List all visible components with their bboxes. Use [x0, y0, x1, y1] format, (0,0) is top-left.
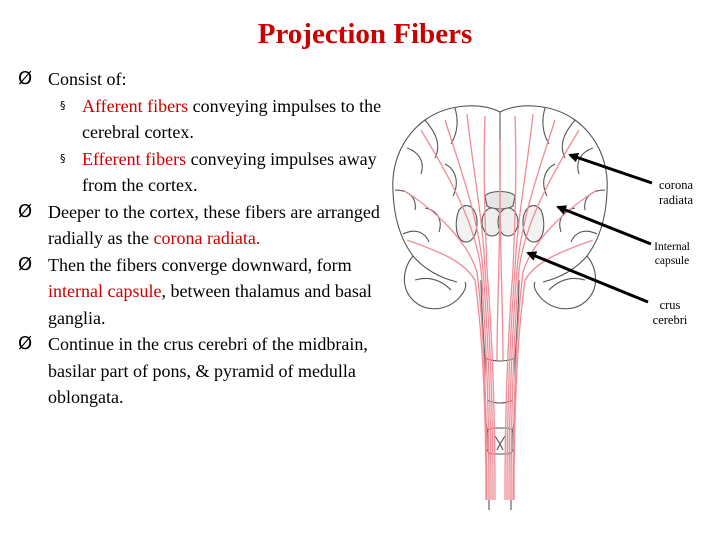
- square-bullet-icon: §: [60, 151, 66, 165]
- arrow-bullet-icon: Ø: [18, 253, 33, 275]
- bullet-item: Ø Then the fibers converge downward, for…: [18, 252, 398, 332]
- bullet-highlight: Afferent fibers: [82, 95, 189, 116]
- sub-bullet-item: § Efferent fibers conveying impulses awa…: [18, 146, 398, 199]
- label-crus-cerebri: crus cerebri: [652, 298, 688, 327]
- bullet-item: Ø Deeper to the cortex, these fibers are…: [18, 199, 398, 252]
- bullet-highlight: internal capsule: [48, 281, 162, 301]
- brain-projection-fibers-diagram: [392, 105, 608, 510]
- bullet-text: Then the fibers converge downward, form: [48, 254, 352, 275]
- bullet-highlight: corona radiata.: [153, 228, 261, 248]
- label-corona-radiata: corona radiata: [658, 178, 693, 207]
- arrow-bullet-icon: Ø: [18, 68, 33, 89]
- bullet-text: , between thalamus and basal ganglia.: [48, 281, 372, 328]
- bullet-item: Ø Consist of:: [18, 66, 398, 93]
- bullet-text: Consist of:: [48, 69, 127, 89]
- bullet-text: Deeper to the cortex, these fibers are a…: [48, 201, 380, 249]
- bullet-highlight: Efferent fibers: [82, 148, 187, 169]
- square-bullet-icon: §: [60, 98, 66, 112]
- arrow-bullet-icon: Ø: [18, 333, 33, 354]
- brain-outline: [392, 105, 608, 510]
- fiber-tracts: [402, 113, 598, 501]
- bullet-text: Continue in the crus cerebri of the midb…: [48, 334, 368, 407]
- arrow-bullet-icon: Ø: [18, 200, 33, 222]
- bullet-text: conveying impulses away from the cortex.: [82, 148, 377, 196]
- slide-title: Projection Fibers: [257, 18, 473, 50]
- bullet-text: conveying impulses to the cerebral corte…: [82, 95, 382, 143]
- bullet-list: Ø Consist of: § Afferent fibers conveyin…: [18, 66, 398, 411]
- label-internal-capsule: Internal capsule: [654, 241, 690, 267]
- sub-bullet-item: § Afferent fibers conveying impulses to …: [18, 93, 398, 146]
- bullet-item: Ø Continue in the crus cerebri of the mi…: [18, 331, 398, 411]
